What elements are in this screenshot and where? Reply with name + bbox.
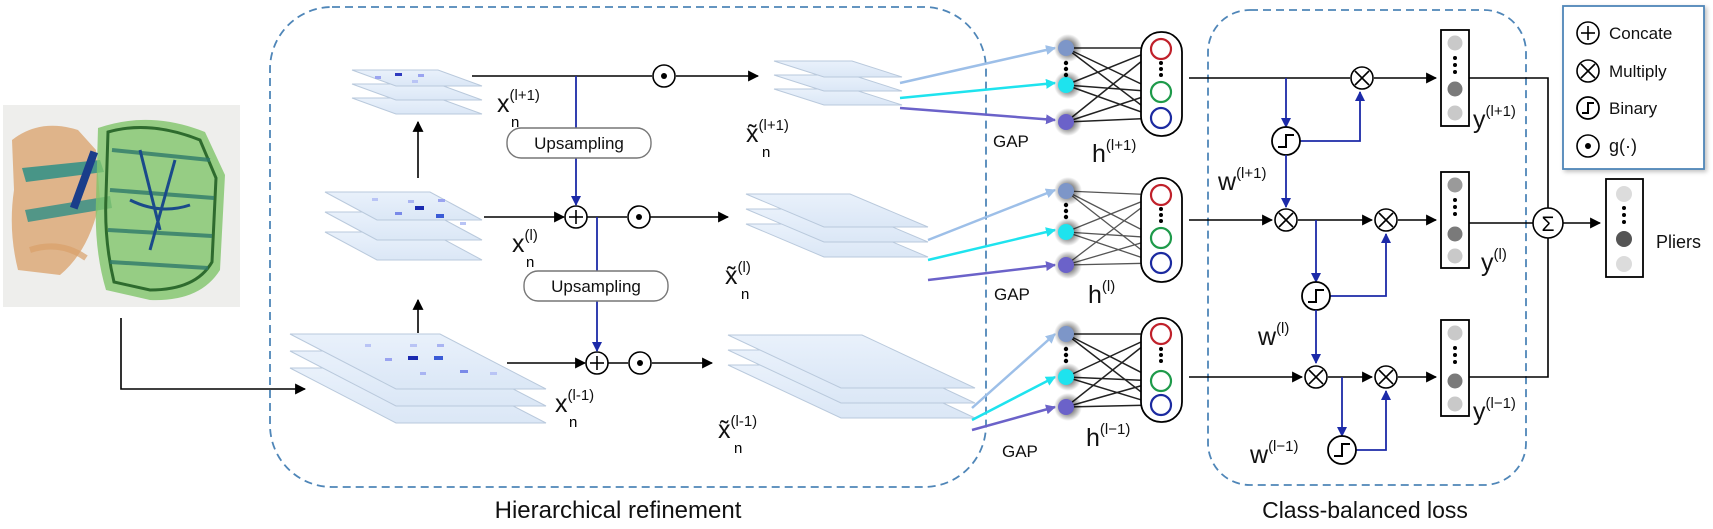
label-y-mid: y(l) xyxy=(1481,246,1507,277)
gap-label-top: GAP xyxy=(993,132,1029,151)
svg-text:w(l−1): w(l−1) xyxy=(1249,438,1299,469)
svg-text:w(l+1): w(l+1) xyxy=(1217,165,1267,196)
label-x-minus: x(l-1) n xyxy=(555,387,594,431)
multiply-op-bottom-right xyxy=(1374,365,1398,389)
gap-arrows-top xyxy=(899,45,1056,125)
class-balanced-loss-title: Class-balanced loss xyxy=(1262,497,1468,523)
concat-icon xyxy=(1576,21,1600,45)
output-vector-bottom xyxy=(1440,319,1470,417)
label-y-minus: y(l−1) xyxy=(1473,395,1516,426)
g-function-op-bottom xyxy=(628,351,652,375)
svg-text:n: n xyxy=(734,440,742,457)
final-output-vector xyxy=(1605,178,1644,278)
label-x-plus: x(l+1) n xyxy=(497,87,540,131)
binary-op-top xyxy=(1271,126,1301,156)
svg-text:y(l+1): y(l+1) xyxy=(1473,103,1516,134)
label-x-tilde-mid: x̃(l) n xyxy=(725,259,751,303)
hierarchical-refinement-region xyxy=(269,6,987,488)
svg-text:x(l): x(l) xyxy=(512,227,538,258)
svg-text:x̃(l): x̃(l) xyxy=(725,259,751,290)
sum-symbol: Σ xyxy=(1542,213,1555,236)
multiply-op-bottom-left xyxy=(1304,365,1328,389)
activation-cells xyxy=(375,73,424,83)
multiply-op-mid-right xyxy=(1374,208,1398,232)
svg-text:n: n xyxy=(741,286,749,303)
gap-label-mid: GAP xyxy=(994,285,1030,304)
svg-text:h(l−1): h(l−1) xyxy=(1086,421,1130,452)
gap-arrows-mid xyxy=(927,188,1056,282)
legend-label: Concate xyxy=(1609,24,1672,43)
svg-text:h(l+1): h(l+1) xyxy=(1092,137,1136,168)
svg-text:x(l-1): x(l-1) xyxy=(555,387,594,418)
feature-stack-bottom xyxy=(289,333,547,424)
svg-text:h(l): h(l) xyxy=(1088,278,1115,309)
output-vector-mid xyxy=(1440,171,1470,269)
fc-head-bottom xyxy=(1054,317,1183,423)
svg-text:n: n xyxy=(511,114,519,131)
g-function-op-mid xyxy=(627,205,651,229)
label-y-plus: y(l+1) xyxy=(1473,103,1516,134)
multiply-op-top xyxy=(1350,66,1374,90)
label-w-minus: w(l−1) xyxy=(1249,438,1299,469)
input-xray-image xyxy=(3,105,240,307)
output-class-label: Pliers xyxy=(1656,232,1701,252)
activation-cells xyxy=(372,198,466,225)
svg-text:x̃(l+1): x̃(l+1) xyxy=(746,117,789,148)
hierarchical-refinement-title: Hierarchical refinement xyxy=(495,497,742,524)
legend-label: Multiply xyxy=(1609,62,1667,81)
multiply-op-mid-left xyxy=(1274,208,1298,232)
label-h-minus: h(l−1) xyxy=(1086,421,1130,452)
class-balanced-loss-region xyxy=(1207,9,1527,486)
gap-label-bottom: GAP xyxy=(1002,442,1038,461)
legend-label: g(·) xyxy=(1609,136,1637,156)
svg-text:n: n xyxy=(569,414,577,431)
refined-stack-mid xyxy=(745,193,929,258)
upsampling-op-bottom: Upsampling xyxy=(523,270,669,302)
multiply-icon xyxy=(1576,59,1600,83)
svg-text:y(l): y(l) xyxy=(1481,246,1507,277)
label-h-mid: h(l) xyxy=(1088,278,1115,309)
label-w-mid: w(l) xyxy=(1257,320,1289,351)
fc-head-mid xyxy=(1054,177,1183,283)
binary-op-bottom xyxy=(1327,435,1357,465)
refined-stack-top xyxy=(773,60,903,106)
sum-op: Σ xyxy=(1532,207,1564,239)
label-x-mid: x(l) n xyxy=(512,227,538,271)
g-function-op-top xyxy=(652,64,676,88)
concat-op-bottom xyxy=(585,351,609,375)
g-function-icon xyxy=(1576,134,1600,158)
upsampling-label: Upsampling xyxy=(551,277,641,296)
input-flow-arrow xyxy=(120,318,307,395)
gap-arrows-bottom xyxy=(971,333,1056,432)
svg-text:n: n xyxy=(762,144,770,161)
fc-head-top xyxy=(1054,31,1183,137)
svg-text:x(l+1): x(l+1) xyxy=(497,87,540,118)
output-vector-top xyxy=(1440,29,1470,127)
svg-text:n: n xyxy=(526,254,534,271)
label-x-tilde-plus: x̃(l+1) n xyxy=(746,117,789,161)
legend-label: Binary xyxy=(1609,99,1658,118)
svg-text:w(l): w(l) xyxy=(1257,320,1289,351)
upsampling-op-top: Upsampling xyxy=(506,127,652,159)
binary-op-mid xyxy=(1301,281,1331,311)
legend: Concate Multiply Binary g(·) xyxy=(1562,5,1705,170)
upsampling-label: Upsampling xyxy=(534,134,624,153)
svg-text:y(l−1): y(l−1) xyxy=(1473,395,1516,426)
activation-cells xyxy=(365,344,497,375)
label-h-plus: h(l+1) xyxy=(1092,137,1136,168)
svg-text:x̃(l-1): x̃(l-1) xyxy=(718,413,757,444)
feature-stack-top xyxy=(351,69,483,115)
feature-stack-mid xyxy=(324,191,483,261)
concat-op-mid xyxy=(564,205,588,229)
refined-stack-bottom xyxy=(727,334,976,419)
binary-icon xyxy=(1576,96,1600,120)
label-x-tilde-minus: x̃(l-1) n xyxy=(718,413,757,457)
label-w-plus: w(l+1) xyxy=(1217,165,1267,196)
